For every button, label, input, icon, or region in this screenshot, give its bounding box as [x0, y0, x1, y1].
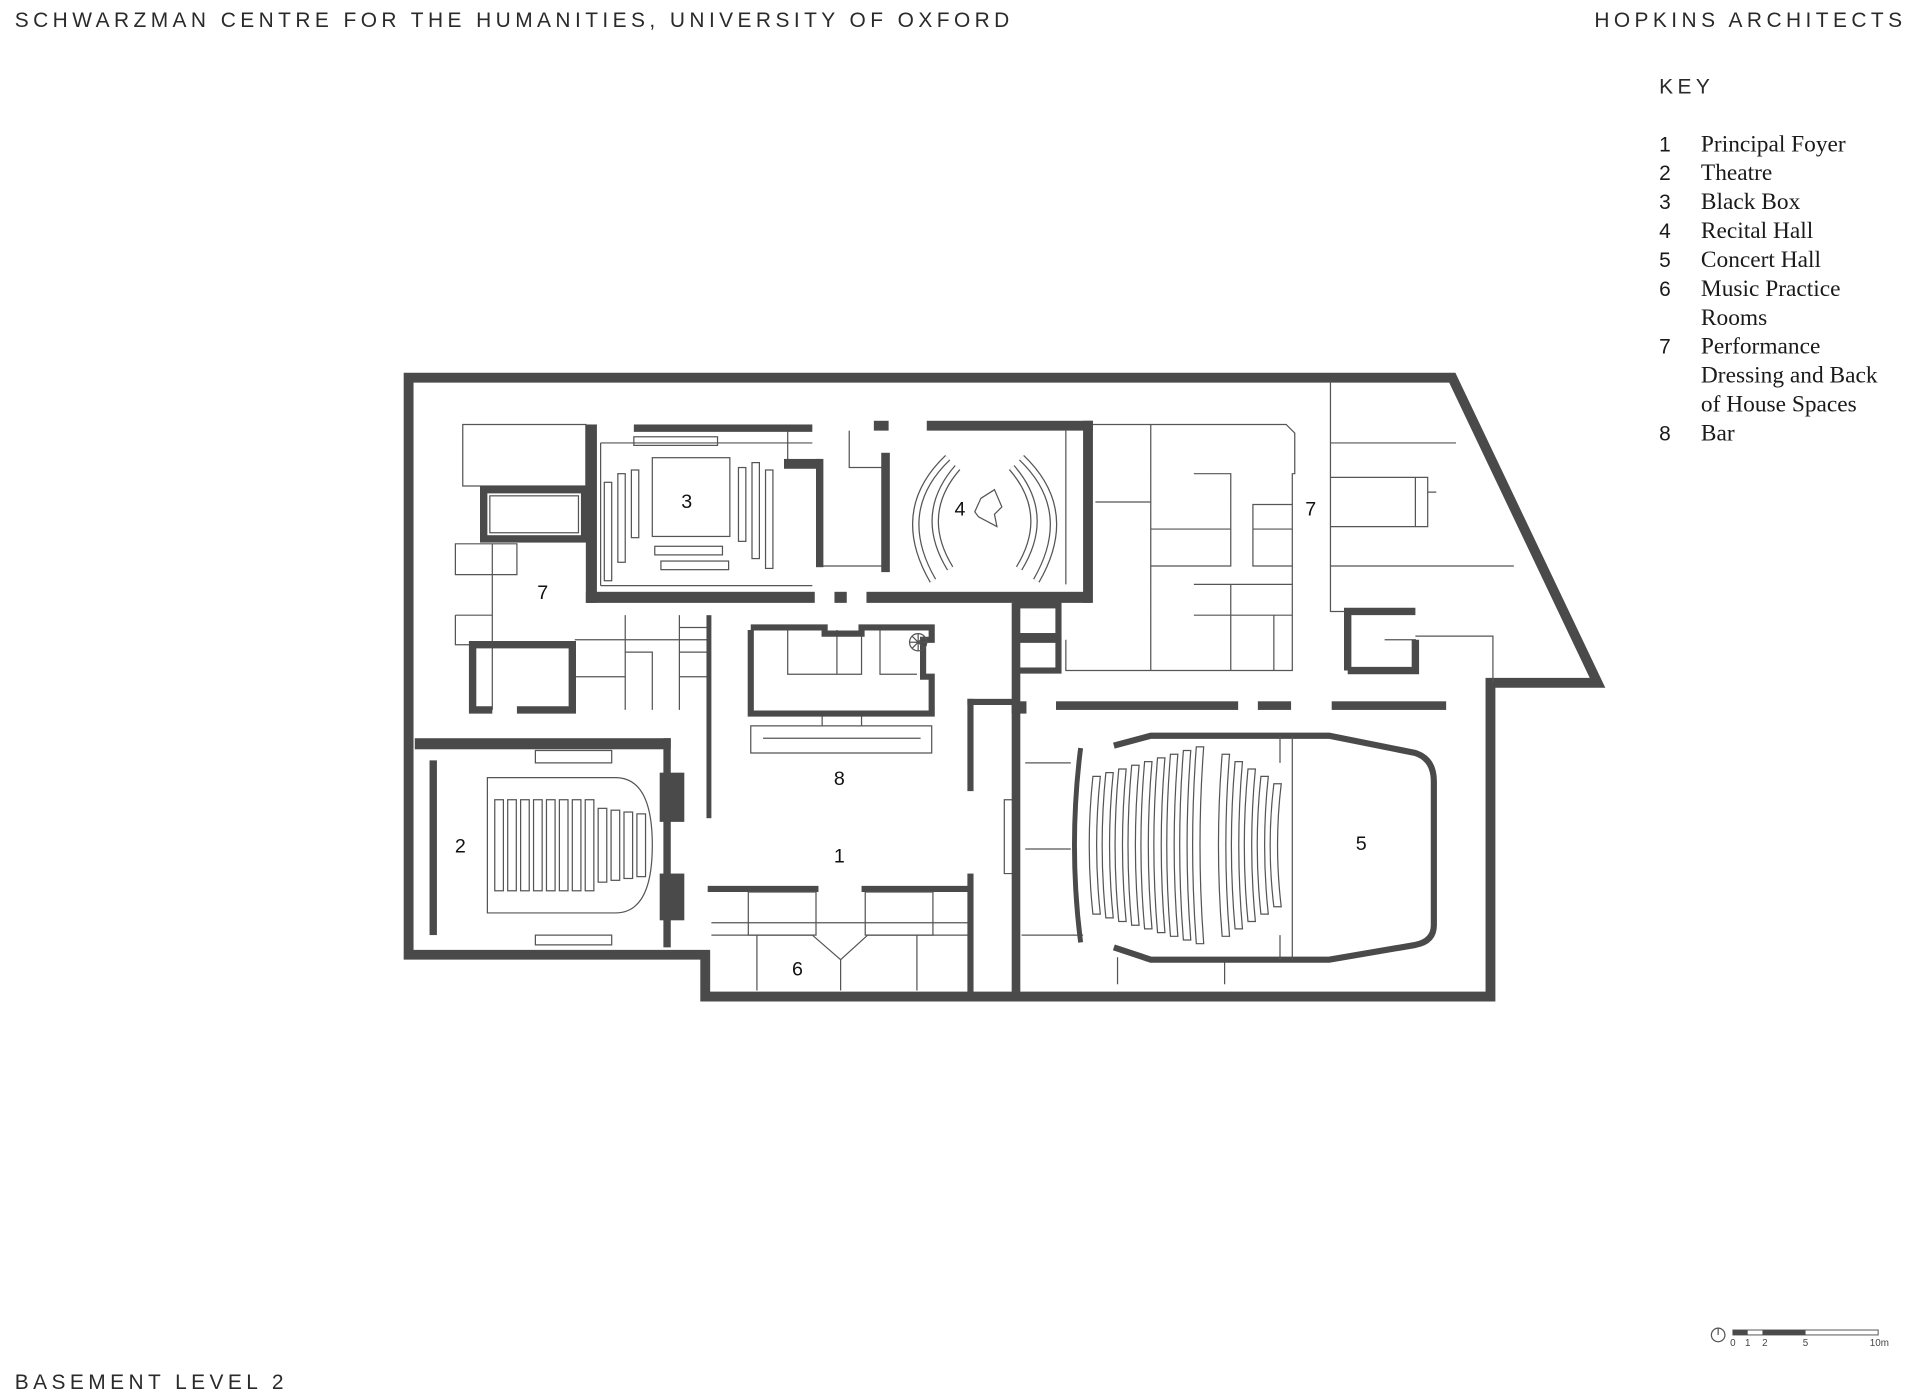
key-item-number: 8 [1659, 422, 1671, 445]
seat-row [1153, 757, 1166, 934]
key-heading: KEY [1659, 76, 1714, 99]
basement-plan: 1 2 3 4 5 6 7 7 8 [403, 372, 1606, 1002]
key-item-label: Dressing and Back [1701, 363, 1878, 389]
black-box-seating [600, 436, 813, 587]
level-title: BASEMENT LEVEL 2 [15, 1371, 288, 1394]
project-title: SCHWARZMAN CENTRE FOR THE HUMANITIES, UN… [15, 9, 1014, 32]
room-label-foyer: 1 [834, 845, 845, 867]
key-item-number: 3 [1659, 191, 1671, 214]
key-item-label: Principal Foyer [1701, 131, 1846, 157]
key-item-number: 1 [1659, 133, 1671, 156]
key-item-label: Music Practice [1701, 276, 1841, 302]
key-item-label: Black Box [1701, 189, 1801, 215]
scale-bar: 0 1 2 5 10m [1710, 1327, 1889, 1349]
key-item-label: Recital Hall [1701, 218, 1814, 244]
key-item-label: Bar [1701, 420, 1735, 446]
seat-row [584, 799, 595, 892]
seat-row [571, 799, 582, 892]
theatre-seating [494, 799, 647, 892]
seat-row [1166, 753, 1179, 937]
key-item-label: Performance [1701, 334, 1820, 360]
seat-row [1179, 749, 1192, 941]
key-item-label: of House Spaces [1701, 392, 1857, 418]
seat-row [558, 799, 569, 892]
key-item-number: 7 [1659, 336, 1671, 359]
seat-row [636, 813, 647, 878]
scale-tick: 10m [1870, 1338, 1889, 1349]
key-item-number: 4 [1659, 220, 1671, 243]
scale-tick: 0 [1730, 1338, 1736, 1349]
room-label-concert-hall: 5 [1356, 833, 1367, 855]
room-label-recital-hall: 4 [955, 499, 966, 521]
seat-row [1114, 768, 1127, 923]
architect-name: HOPKINS ARCHITECTS [1594, 9, 1906, 32]
seat-row [532, 799, 543, 892]
room-label-back-of-house-east: 7 [1305, 499, 1316, 521]
key-item-number: 6 [1659, 278, 1671, 301]
room-label-theatre: 2 [455, 836, 466, 858]
seat-row [1101, 772, 1114, 919]
scale-tick: 5 [1803, 1338, 1809, 1349]
room-label-practice-rooms: 6 [792, 959, 803, 981]
seat-row [623, 811, 634, 880]
piano-icon [974, 488, 1003, 528]
partitions [454, 381, 1514, 991]
room-label-bar: 8 [834, 768, 845, 790]
key-item-label: Theatre [1701, 160, 1772, 186]
seat-row [545, 799, 556, 892]
room-label-back-of-house-west: 7 [537, 582, 548, 604]
seat-row [507, 799, 517, 892]
recital-hall-seating [912, 430, 1067, 585]
seat-row [1140, 760, 1153, 930]
seat-row [597, 807, 608, 883]
key-item-label: Concert Hall [1701, 247, 1822, 273]
seat-row [1088, 775, 1101, 915]
concert-hall [1072, 732, 1437, 963]
seat-row [1127, 764, 1140, 926]
seat-row [520, 799, 530, 892]
seat-row [1192, 746, 1205, 945]
room-label-black-box: 3 [681, 491, 692, 513]
seat-row [494, 799, 504, 892]
seat-row [1243, 768, 1257, 923]
scale-tick: 1 [1745, 1338, 1750, 1349]
seat-row [1217, 753, 1231, 937]
seat-row [1230, 760, 1244, 930]
outer-wall [403, 372, 1606, 1002]
key-item-label: Rooms [1701, 305, 1767, 331]
seat-row [1256, 775, 1269, 915]
scale-tick: 2 [1762, 1338, 1767, 1349]
seat-row [1269, 783, 1282, 908]
structural-walls [414, 420, 1447, 997]
key-item-number: 5 [1659, 249, 1671, 272]
key-item-number: 2 [1659, 162, 1671, 185]
seat-row [610, 809, 621, 881]
